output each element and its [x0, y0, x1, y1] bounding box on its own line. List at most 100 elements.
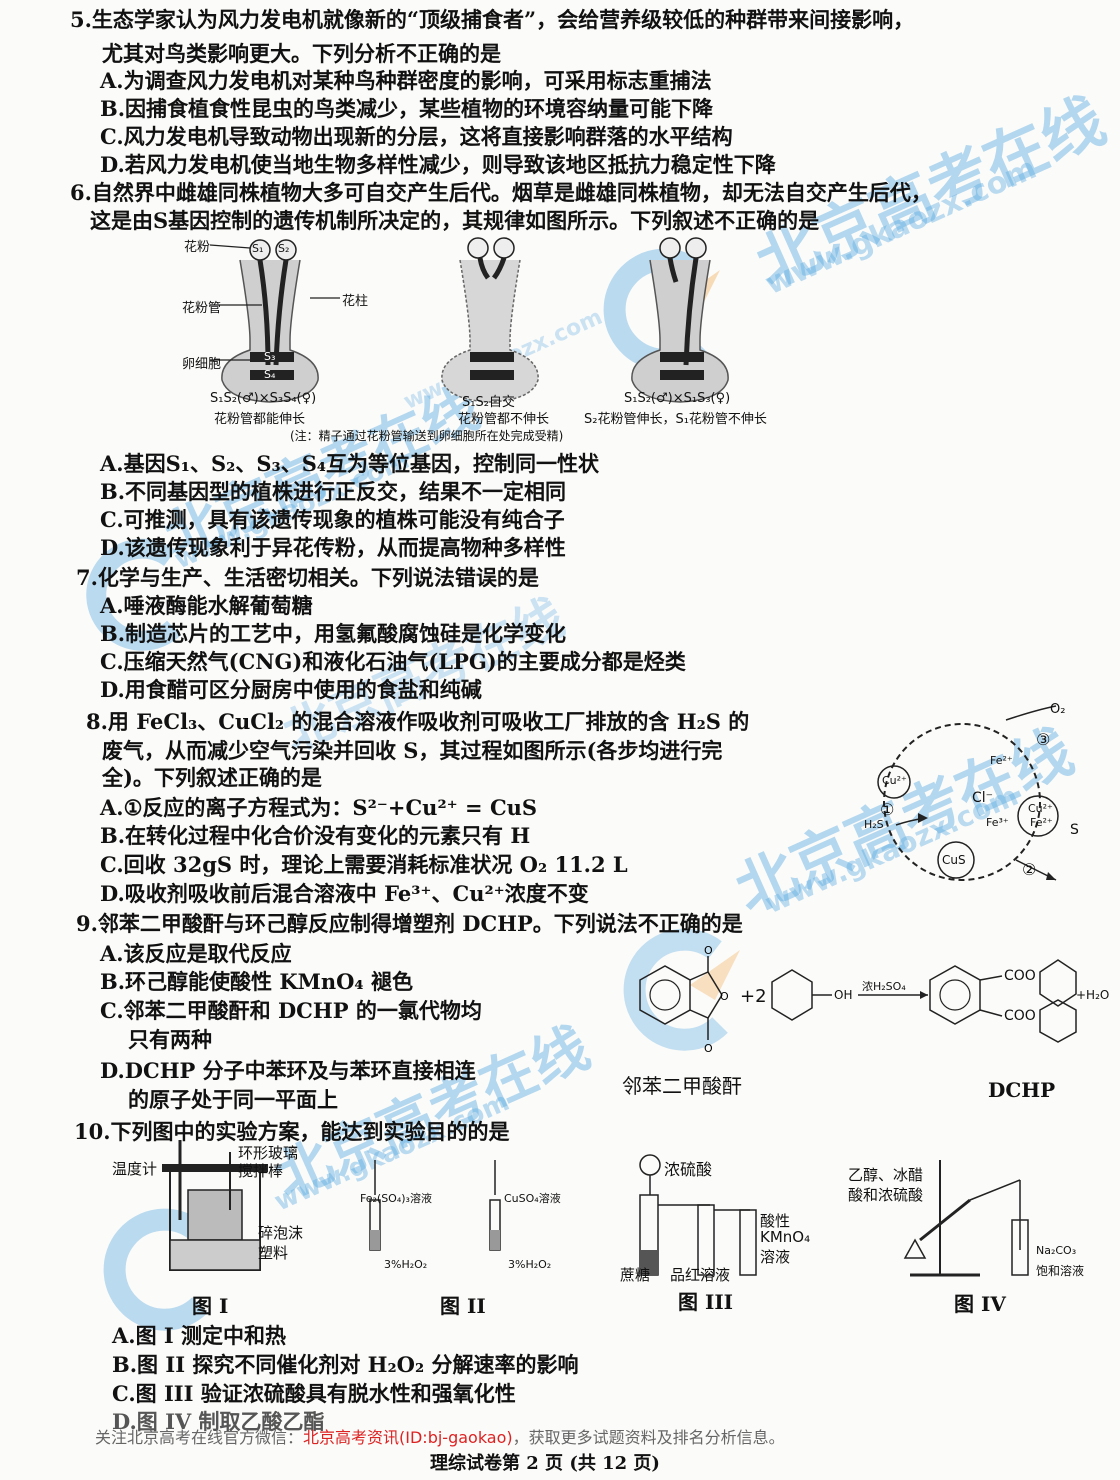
q8-label-step2: ② [1022, 860, 1037, 879]
q6-label-s1: S₁ [252, 242, 264, 255]
q8-label-cu2: Cu²⁺ [882, 774, 907, 787]
q6-option-a: A.基因S₁、S₂、S₃、S₄互为等位基因，控制同一性状 [100, 451, 600, 476]
q9-label-oh: OH [834, 988, 853, 1002]
q8-label-s: S [1070, 822, 1079, 838]
q7-option-d: D.用食醋可区分厨房中使用的食盐和纯碱 [100, 677, 482, 702]
q10-fig1-caption: 图 I [192, 1294, 229, 1318]
q10-fig3-pinhong: 品红溶液 [670, 1266, 731, 1284]
svg-text:O: O [704, 1042, 713, 1055]
q5-option-a: A.为调查风力发电机对某种鸟种群密度的影响，可采用标志重捕法 [100, 68, 712, 93]
q8-label-fe2: Fe²⁺ [990, 754, 1013, 767]
q9-option-c-line2: 只有两种 [128, 1027, 212, 1052]
q10-fig3-sucrose: 蔗糖 [620, 1266, 651, 1284]
q8-label-cus: CuS [942, 853, 966, 867]
q10-fig2-cu-solution: CuSO₄溶液 [504, 1192, 561, 1205]
q7-option-a: A.唾液酶能水解葡萄糖 [100, 593, 313, 618]
q6-stem-line2: 这是由S基因控制的遗传机制所决定的，其规律如图所示。下列叙述不正确的是 [90, 208, 820, 233]
q10-fig4-reagents-2: 酸和浓硫酸 [848, 1186, 924, 1204]
q6-label-egg: 卵细胞 [182, 357, 222, 372]
q7-option-b: B.制造芯片的工艺中，用氢氟酸腐蚀硅是化学变化 [100, 621, 567, 646]
q6-label-tube: 花粉管 [182, 301, 222, 316]
q9-label-water: +H₂O [1076, 988, 1110, 1002]
q10-fig1-stirrer-1: 环形玻璃 [238, 1144, 299, 1162]
q9-option-d-line1: D.DCHP 分子中苯环及与苯环直接相连 [100, 1058, 476, 1083]
q8-stem-line3: 全)。下列叙述正确的是 [102, 765, 322, 790]
footer-post: ，获取更多试题资料及排名分析信息。 [512, 1428, 785, 1447]
q6-option-d: D.该遗传现象利于异花传粉，从而提高物种多样性 [100, 535, 566, 560]
q8-stem-line2: 废气，从而减少空气污染并回收 S，其过程如图所示(各步均进行完 [102, 738, 723, 763]
q5-stem-line1: 5.生态学家认为风力发电机就像新的“顶级捕食者”，会给营养级较低的种群带来间接影… [70, 7, 915, 32]
q6-caption-3b: S₂花粉管伸长，S₁花粉管不伸长 [584, 412, 767, 427]
q10-fig2-fe-solution: Fe₂(SO₄)₃溶液 [360, 1192, 432, 1205]
q9-reaction-diagram: O O O [639, 944, 1077, 1055]
q9-stem: 9.邻苯二甲酸酐与环己醇反应制得增塑剂 DCHP。下列说法不正确的是 [76, 911, 743, 936]
q9-option-c-line1: C.邻苯二甲酸酐和 DCHP 的一氯代物均 [100, 998, 482, 1023]
q7-option-c: C.压缩天然气(CNG)和液化石油气(LPG)的主要成分都是烃类 [100, 649, 686, 674]
q9-label-plus2: +2 [740, 986, 767, 1007]
q8-label-fe3: Fe³⁺ [986, 816, 1009, 829]
q9-name-dchp: DCHP [988, 1078, 1056, 1102]
q6-caption-1b: 花粉管都能伸长 [214, 412, 306, 427]
q9-name-anhydride: 邻苯二甲酸酐 [622, 1074, 742, 1098]
q10-fig3-acid: 浓硫酸 [664, 1160, 713, 1179]
q10-option-c: C.图 III 验证浓硫酸具有脱水性和强氧化性 [112, 1381, 516, 1406]
pistil-2 [441, 237, 539, 403]
q8-label-h2s: H₂S [864, 818, 884, 831]
q9-option-d-line2: 的原子处于同一平面上 [128, 1087, 338, 1112]
q10-fig2-caption: 图 II [440, 1294, 486, 1318]
q6-option-c: C.可推测，具有该遗传现象的植株可能没有纯合子 [100, 507, 565, 532]
q8-label-step1: ① [880, 800, 895, 819]
watermark-logo-icon [86, 538, 181, 651]
q10-fig3-kmno4-2: KMnO₄ [760, 1228, 811, 1246]
q8-option-b: B.在转化过程中化合价没有变化的元素只有 H [100, 823, 531, 848]
q10-fig3-kmno4-3: 溶液 [760, 1248, 791, 1266]
svg-text:O: O [704, 944, 713, 957]
q6-label-s4: S₄ [264, 368, 276, 381]
q6-caption-2b: 花粉管都不伸长 [458, 412, 550, 427]
q9-label-condition: 浓H₂SO₄ [862, 980, 906, 993]
q8-cycle-diagram [877, 705, 1059, 881]
q5-option-b: B.因捕食植食性昆虫的鸟类减少，某些植物的环境容纳量可能下降 [100, 96, 714, 121]
q6-label-s3: S₃ [264, 350, 276, 363]
q6-label-s2: S₂ [278, 242, 290, 255]
q8-option-a: A.①反应的离子方程式为：S²⁻+Cu²⁺ = CuS [100, 795, 538, 820]
q10-option-d: D.图 IV 制取乙酸乙酯 [112, 1409, 325, 1434]
q8-label-step3: ③ [1036, 730, 1051, 749]
pistil-1 [209, 239, 340, 403]
q8-label-cl: Cl⁻ [972, 790, 994, 806]
watermark-logo-icon [623, 928, 740, 1051]
q5-option-d: D.若风力发电机使当地生物多样性减少，则导致该地区抵抗力稳定性下降 [100, 152, 776, 177]
q10-option-a: A.图 I 测定中和热 [112, 1323, 287, 1348]
q10-fig3-caption: 图 III [678, 1290, 734, 1314]
q10-fig4-reagents-1: 乙醇、冰醋 [848, 1166, 924, 1184]
svg-text:O: O [720, 990, 729, 1003]
q6-label-style: 花柱 [342, 294, 369, 309]
q6-label-pollen: 花粉 [184, 240, 211, 255]
q10-option-b: B.图 II 探究不同催化剂对 H₂O₂ 分解速率的影响 [112, 1352, 579, 1377]
q10-fig4-na2co3-1: Na₂CO₃ [1036, 1244, 1077, 1257]
footer-pre: 关注北京高考在线官方微信： [95, 1428, 304, 1447]
page-number: 理综试卷第 2 页 (共 12 页) [430, 1453, 660, 1474]
q8-stem-line1: 8.用 FeCl₃、CuCl₂ 的混合溶液作吸收剂可吸收工厂排放的含 H₂S 的 [86, 709, 750, 734]
q10-fig1-stirrer-2: 搅拌棒 [238, 1162, 284, 1180]
q9-label-coo-upper: COO [1004, 968, 1036, 984]
q10-fig1-foam-1: 碎泡沫 [258, 1224, 304, 1242]
q9-option-a: A.该反应是取代反应 [100, 941, 292, 966]
footer-notice: 关注北京高考在线官方微信：北京高考资讯(ID:bj-gaokao)，获取更多试题… [95, 1424, 785, 1448]
q10-fig1-foam-2: 塑料 [258, 1244, 289, 1262]
q6-caption-1a: S₁S₂(♂)×S₃S₄(♀) [210, 391, 317, 406]
q8-option-d: D.吸收剂吸收前后混合溶液中 Fe³⁺、Cu²⁺浓度不变 [100, 881, 589, 906]
footer-wechat-id: 北京高考资讯(ID:bj-gaokao) [303, 1428, 513, 1447]
q9-label-coo-lower: COO [1004, 1008, 1036, 1024]
q10-fig4-na2co3-2: 饱和溶液 [1036, 1264, 1085, 1278]
q10-stem: 10.下列图中的实验方案，能达到实验目的的是 [74, 1119, 510, 1144]
q8-label-cu2b: Cu²⁺ [1028, 802, 1053, 815]
q10-fig1-thermometer: 温度计 [112, 1160, 158, 1178]
q10-fig2-h2o2-right: 3%H₂O₂ [508, 1258, 552, 1271]
q7-stem: 7.化学与生产、生活密切相关。下列说法错误的是 [76, 565, 539, 590]
q8-option-c: C.回收 32gS 时，理论上需要消耗标准状况 O₂ 11.2 L [100, 852, 628, 877]
q10-apparatus-diagrams [162, 1140, 1029, 1277]
q10-fig3-kmno4-1: 酸性 [760, 1212, 791, 1230]
q9-option-b: B.环己醇能使酸性 KMnO₄ 褪色 [100, 969, 413, 994]
